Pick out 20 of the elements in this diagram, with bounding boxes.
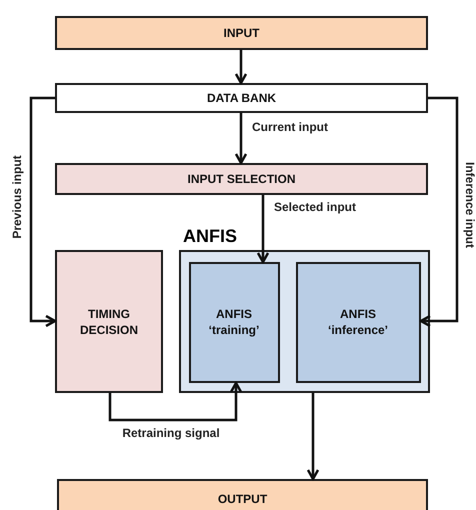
edge-label: Previous input (11, 154, 23, 240)
arrow (234, 50, 248, 84)
edge-label: Inference input (464, 161, 476, 249)
group-title: ANFIS (183, 227, 237, 245)
input-box: INPUT (55, 16, 428, 50)
output-box: OUTPUT (57, 479, 428, 510)
arrow (30, 96, 56, 328)
arrow (234, 113, 248, 164)
anfis-inference-box: ANFIS ‘inference’ (296, 262, 420, 382)
arrow (256, 195, 270, 264)
anfis-training-box: ANFIS ‘training’ (188, 262, 280, 382)
arrow (420, 96, 458, 328)
data-bank-box: DATA BANK (55, 83, 428, 113)
edge-label: Retraining signal (121, 427, 221, 439)
edge-label: Current input (251, 121, 329, 133)
arrow (108, 382, 242, 422)
input-selection-box: INPUT SELECTION (55, 163, 428, 195)
timing-decision-box: TIMING DECISION (55, 250, 163, 393)
edge-label: Selected input (273, 201, 357, 213)
arrow (306, 393, 320, 480)
